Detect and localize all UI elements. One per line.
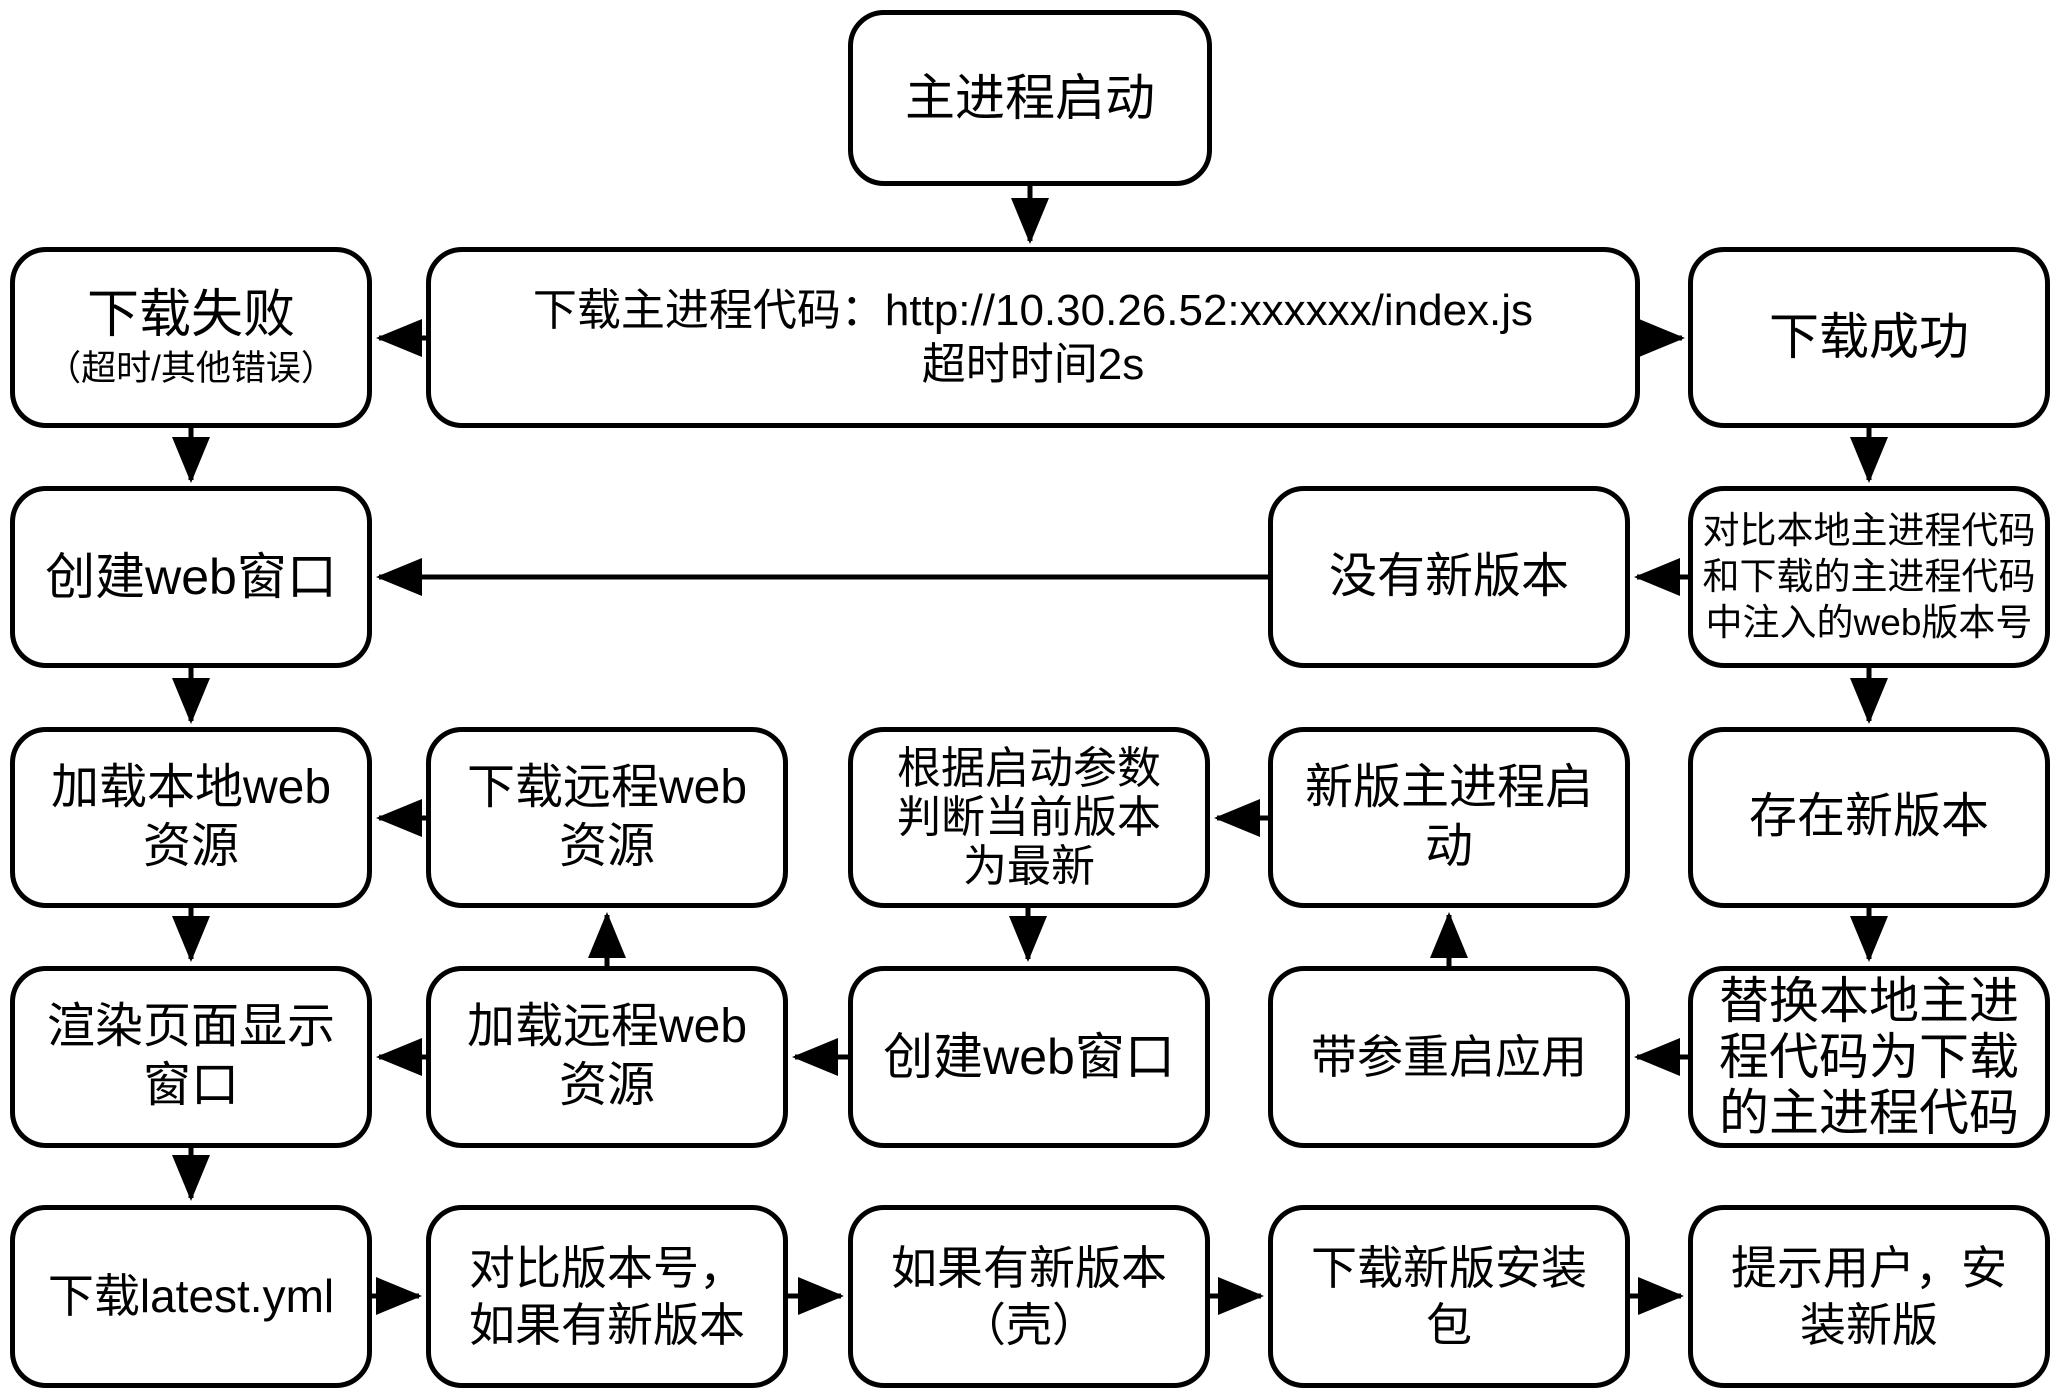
node-label-line2: （壳）: [960, 1298, 1098, 1351]
node-download-main-code: 下载主进程代码：http://10.30.26.52:xxxxxx/index.…: [426, 247, 1640, 428]
node-render-page-window: 渲染页面显示 窗口: [10, 966, 372, 1148]
node-label: 加载本地web: [50, 760, 332, 814]
node-judge-current-latest: 根据启动参数 判断当前版本 为最新: [848, 727, 1210, 908]
node-label: 提示用户，安: [1731, 1242, 2007, 1295]
node-load-remote-web-assets: 加载远程web 资源: [426, 966, 788, 1148]
node-label-line2: 资源: [558, 819, 655, 873]
node-label-line3: 的主进程代码: [1719, 1085, 2019, 1141]
node-label-line2: 超时时间2s: [921, 339, 1145, 389]
node-replace-local-main-code: 替换本地主进 程代码为下载 的主进程代码: [1688, 966, 2050, 1148]
node-if-new-version-shell: 如果有新版本 （壳）: [848, 1205, 1210, 1388]
node-main-process-start: 主进程启动: [848, 10, 1212, 186]
node-compare-web-version: 对比本地主进程代码 和下载的主进程代码 中注入的web版本号: [1688, 486, 2050, 668]
node-sublabel: （超时/其他错误）: [46, 348, 336, 388]
node-label: 创建web窗口: [883, 1028, 1175, 1085]
node-label-line2: 和下载的主进程代码: [1702, 555, 2036, 597]
node-label-line2: 如果有新版本: [469, 1298, 745, 1351]
node-label: 对比本地主进程代码: [1702, 509, 2036, 551]
node-no-new-version: 没有新版本: [1268, 486, 1630, 668]
node-restart-with-args: 带参重启应用: [1268, 966, 1630, 1148]
node-label: 新版主进程启: [1304, 760, 1593, 814]
node-label: 下载失败: [86, 286, 295, 345]
node-compare-version-number: 对比版本号， 如果有新版本: [426, 1205, 788, 1388]
node-label: 对比版本号，: [469, 1242, 745, 1295]
node-label: 如果有新版本: [891, 1242, 1167, 1295]
node-label-line2: 装新版: [1800, 1298, 1938, 1351]
node-create-web-window-offline: 创建web窗口: [10, 486, 372, 668]
node-label: 下载latest.yml: [47, 1270, 335, 1323]
node-label-line2: 窗口: [142, 1059, 239, 1112]
node-download-remote-web-assets: 下载远程web 资源: [426, 727, 788, 908]
node-label-line2: 动: [1424, 819, 1473, 873]
node-download-fail: 下载失败 （超时/其他错误）: [10, 247, 372, 428]
node-load-local-web-assets: 加载本地web 资源: [10, 727, 372, 908]
node-label: 带参重启应用: [1311, 1030, 1587, 1083]
node-label: 下载远程web: [466, 760, 748, 814]
node-label: 下载成功: [1769, 309, 1969, 365]
node-label: 下载新版安装: [1311, 1242, 1587, 1295]
node-new-main-process-start: 新版主进程启 动: [1268, 727, 1630, 908]
node-label: 替换本地主进: [1719, 973, 2019, 1029]
node-download-success: 下载成功: [1688, 247, 2050, 428]
node-label-line2: 判断当前版本: [897, 792, 1161, 842]
node-label: 渲染页面显示: [46, 1000, 335, 1054]
node-label: 主进程启动: [905, 69, 1155, 126]
node-label: 下载主进程代码：http://10.30.26.52:xxxxxx/index.…: [532, 285, 1534, 335]
node-label-line3: 中注入的web版本号: [1705, 602, 2033, 644]
node-prompt-user-install: 提示用户，安 装新版: [1688, 1205, 2050, 1388]
node-label: 存在新版本: [1748, 790, 1989, 844]
node-download-latest-yml: 下载latest.yml: [10, 1205, 372, 1388]
node-label: 创建web窗口: [45, 548, 337, 605]
node-label: 没有新版本: [1328, 549, 1569, 603]
node-label-line2: 包: [1426, 1298, 1472, 1351]
node-label: 根据启动参数: [897, 743, 1161, 793]
node-label-line2: 资源: [142, 819, 239, 873]
node-label-line2: 资源: [558, 1059, 655, 1112]
node-label-line2: 程代码为下载: [1719, 1029, 2019, 1085]
node-label: 加载远程web: [466, 1000, 748, 1054]
node-has-new-version: 存在新版本: [1688, 727, 2050, 908]
node-label-line3: 为最新: [963, 842, 1095, 892]
node-create-web-window-new: 创建web窗口: [848, 966, 1210, 1148]
node-download-new-installer: 下载新版安装 包: [1268, 1205, 1630, 1388]
